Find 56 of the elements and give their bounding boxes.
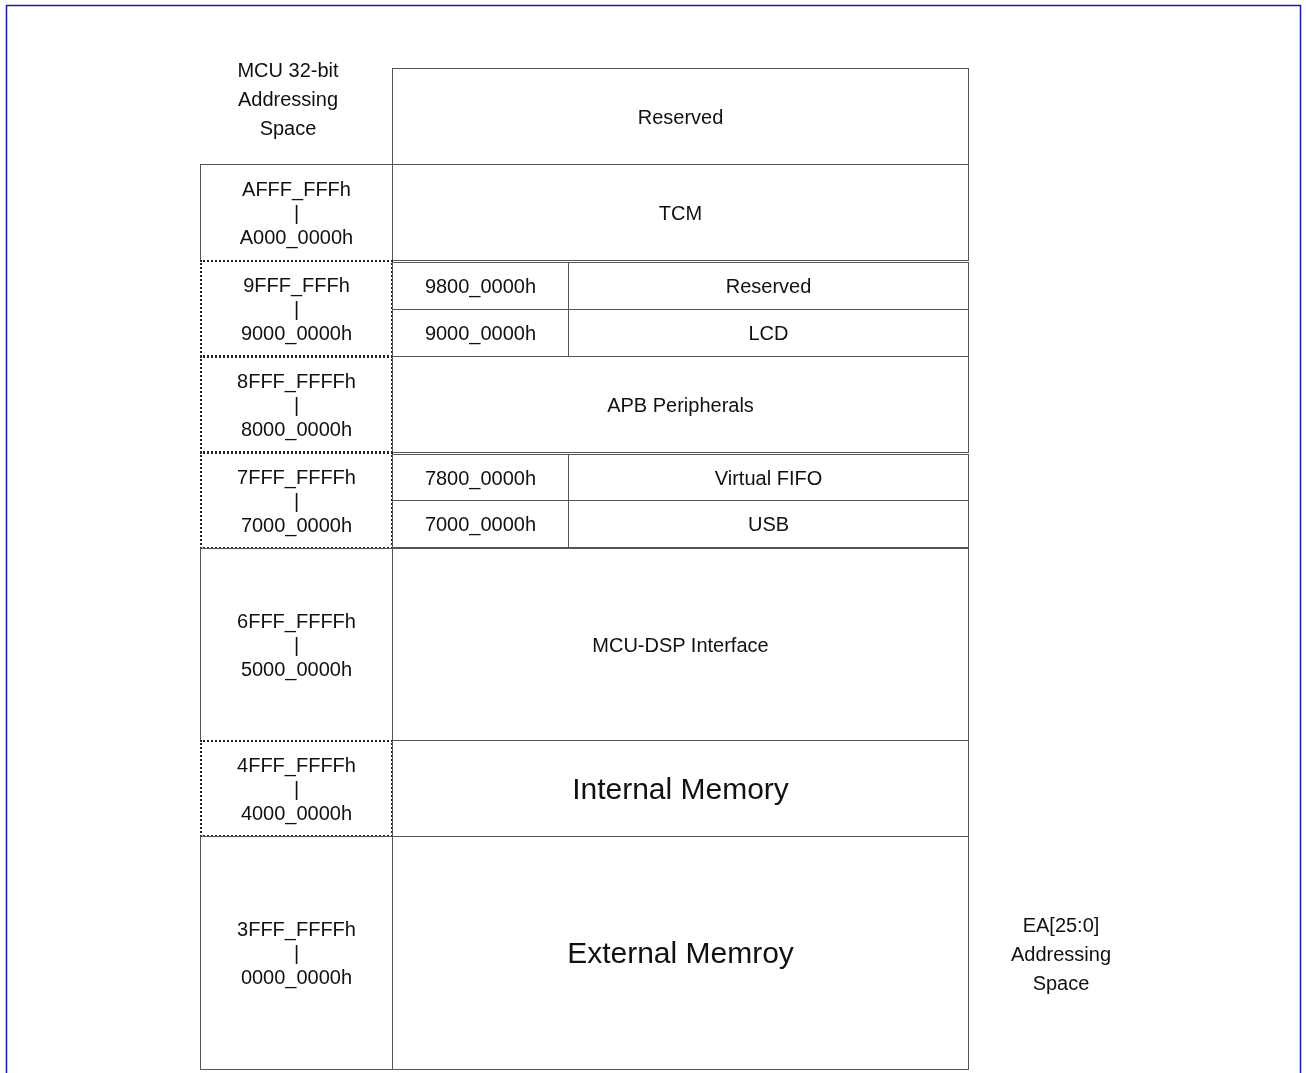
address-label: 7000_0000h: [424, 512, 537, 536]
region-label: USB: [747, 512, 790, 536]
address-range-text: 9FFF_FFFh: [243, 272, 350, 297]
address-box: [392, 262, 569, 310]
region-label: Reserved: [725, 274, 812, 298]
address-range-text: AFFF_FFFh: [242, 176, 351, 201]
address-range-box: [200, 164, 393, 261]
address-range-text: 7FFF_FFFFh: [237, 464, 356, 489]
region-box: [392, 164, 969, 261]
address-range-box: [200, 356, 393, 453]
address-range-text: |: [293, 297, 300, 321]
address-range-text: |: [293, 633, 300, 657]
region-label: MCU-DSP Interface: [592, 632, 769, 657]
region-label: Internal Memory: [572, 770, 789, 807]
region-label: Virtual FIFO: [714, 465, 823, 490]
address-range-text: 8000_0000h: [240, 416, 353, 441]
region-box: [392, 836, 969, 1070]
region-label: Reserved: [637, 104, 724, 129]
address-box: [392, 500, 569, 548]
region-label: TCM: [658, 200, 703, 225]
address-range-box: [200, 548, 393, 741]
address-range-text: A000_0000h: [239, 224, 354, 249]
address-range-text: 7000_0000h: [240, 512, 353, 537]
address-label: 9800_0000h: [424, 274, 537, 298]
address-range-text: 6FFF_FFFFh: [237, 608, 356, 633]
address-range-text: 4000_0000h: [240, 800, 353, 825]
address-label: 9000_0000h: [424, 321, 537, 345]
address-range-text: |: [293, 489, 300, 513]
address-range-text: |: [293, 201, 300, 225]
region-box: [392, 740, 969, 837]
address-range-text: 9000_0000h: [240, 320, 353, 345]
address-range-text: |: [293, 393, 300, 417]
region-box: [392, 356, 969, 453]
region-box: [568, 454, 969, 501]
region-label: External Memroy: [567, 935, 794, 971]
region-box: [392, 68, 969, 165]
address-range-text: 4FFF_FFFFh: [237, 752, 356, 777]
region-label: APB Peripherals: [607, 392, 754, 417]
region-label: LCD: [748, 321, 789, 345]
address-range-box: [200, 452, 393, 549]
region-box: [568, 500, 969, 548]
space-label: MCU 32-bit Addressing Space: [236, 58, 340, 141]
address-range-box: [200, 260, 393, 357]
space-label: EA[25:0] Addressing Space: [1009, 913, 1113, 996]
address-range-box: [200, 836, 393, 1070]
address-range-text: |: [293, 941, 300, 965]
address-range-text: 3FFF_FFFFh: [237, 917, 356, 941]
address-range-box: [200, 740, 393, 837]
address-range-text: 0000_0000h: [240, 965, 353, 989]
address-box: [392, 454, 569, 501]
address-range-text: 5000_0000h: [240, 656, 353, 681]
address-range-text: |: [293, 777, 300, 801]
address-range-text: 8FFF_FFFFh: [237, 368, 356, 393]
region-box: [568, 262, 969, 310]
region-box: [392, 548, 969, 741]
address-label: 7800_0000h: [424, 465, 537, 490]
